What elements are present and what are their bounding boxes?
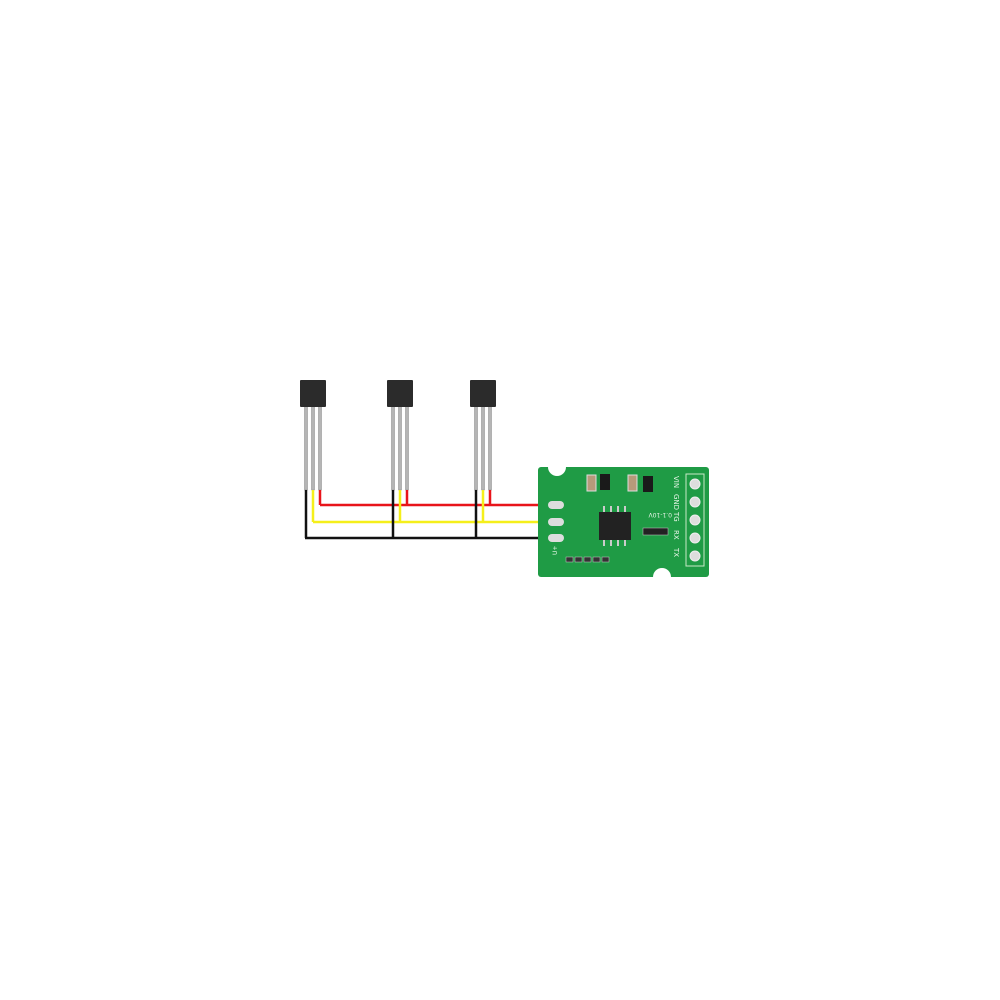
pin-gnd-label: GND bbox=[672, 494, 680, 510]
sensor-leg bbox=[398, 404, 402, 491]
regulator-1 bbox=[600, 474, 610, 490]
sensor-3 bbox=[470, 380, 496, 538]
pin-rx-pad bbox=[689, 532, 701, 544]
ic-leg bbox=[610, 506, 612, 512]
ic-leg bbox=[617, 506, 619, 512]
ic-leg bbox=[610, 540, 612, 546]
sensor-leg bbox=[318, 404, 322, 491]
sensor-leg bbox=[488, 404, 492, 491]
sensor-body bbox=[300, 380, 326, 407]
sensor-body bbox=[470, 380, 496, 407]
silk-range: 0.1-10V bbox=[648, 511, 672, 518]
sensor-leg bbox=[391, 404, 395, 491]
ic-leg bbox=[617, 540, 619, 546]
resistor bbox=[642, 527, 669, 536]
ic-leg bbox=[624, 506, 626, 512]
pin-vin-pad bbox=[689, 478, 701, 490]
pin-tg-label: TG bbox=[672, 511, 680, 522]
mount-hole-top-left bbox=[548, 458, 566, 476]
pin-vin-label: VIN bbox=[672, 476, 680, 488]
ic-leg bbox=[603, 540, 605, 546]
pin-gnd-pad bbox=[689, 496, 701, 508]
smd-component bbox=[601, 556, 610, 563]
smd-component bbox=[574, 556, 583, 563]
input-pad bbox=[548, 501, 564, 509]
sensor-body bbox=[387, 380, 413, 407]
sensor-leg bbox=[304, 404, 308, 491]
pin-tx-label: TX bbox=[672, 547, 680, 557]
pin-header bbox=[685, 473, 705, 567]
sensor-leg bbox=[481, 404, 485, 491]
pin-tg-pad bbox=[689, 514, 701, 526]
capacitor-2 bbox=[627, 474, 638, 492]
pin-tx-pad bbox=[689, 550, 701, 562]
smd-component bbox=[565, 556, 574, 563]
capacitor-1 bbox=[586, 474, 597, 492]
smd-component bbox=[592, 556, 601, 563]
ic-leg bbox=[603, 506, 605, 512]
regulator-2 bbox=[643, 476, 653, 492]
input-pad bbox=[548, 518, 564, 526]
pin-rx-label: RX bbox=[672, 530, 680, 540]
smd-component bbox=[583, 556, 592, 563]
sensors bbox=[300, 380, 496, 538]
input-pad bbox=[548, 534, 564, 542]
wires bbox=[305, 503, 555, 540]
ic-leg bbox=[624, 540, 626, 546]
sensor-2 bbox=[387, 380, 413, 538]
sensor-leg bbox=[474, 404, 478, 491]
sensor-leg bbox=[311, 404, 315, 491]
ic-chip bbox=[599, 512, 631, 540]
sensor-1 bbox=[300, 380, 326, 538]
sensor-leg bbox=[405, 404, 409, 491]
silk-input: U+ bbox=[552, 546, 559, 555]
mount-hole-bottom-right bbox=[653, 568, 671, 586]
